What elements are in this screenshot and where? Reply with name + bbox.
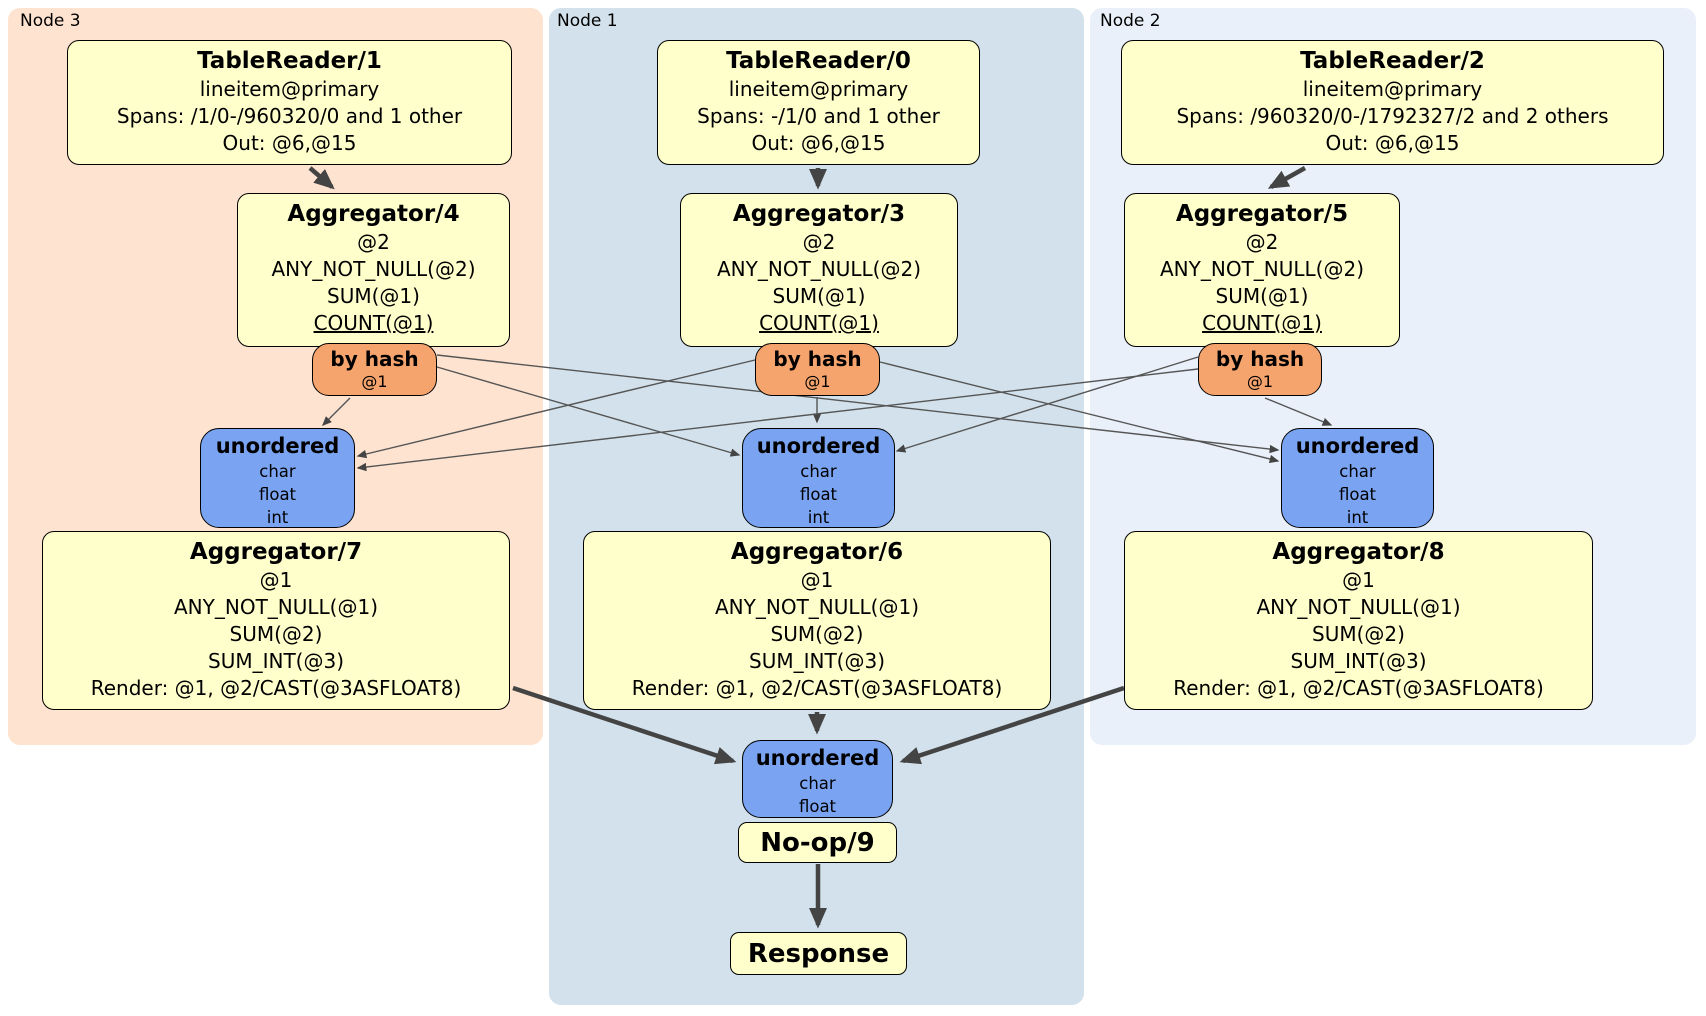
box-line: @2 bbox=[357, 230, 390, 254]
box-line: @1 bbox=[800, 568, 834, 592]
box-line: SUM(@2) bbox=[770, 622, 864, 646]
aggregator-8-box: Aggregator/8 @1 ANY_NOT_NULL(@1) SUM(@2)… bbox=[1124, 531, 1593, 710]
aggregator-5-box: Aggregator/5 @2 ANY_NOT_NULL(@2) SUM(@1)… bbox=[1124, 193, 1400, 347]
hash-router-node1-box: by hash @1 bbox=[755, 343, 880, 396]
hash-router-node3-box: by hash @1 bbox=[312, 343, 437, 396]
box-line: SUM(@2) bbox=[1312, 622, 1405, 646]
box-line: char bbox=[800, 462, 837, 481]
box-line: @1 bbox=[361, 372, 388, 391]
box-line: int bbox=[266, 508, 289, 527]
box-line: ANY_NOT_NULL(@1) bbox=[715, 595, 919, 619]
box-line: lineitem@primary bbox=[199, 77, 380, 101]
box-line: SUM(@1) bbox=[327, 284, 420, 308]
unordered-sync-node2-box: unordered char float int bbox=[1281, 428, 1434, 528]
box-title: TableReader/0 bbox=[726, 48, 911, 74]
box-line: COUNT(@1) bbox=[759, 311, 879, 335]
box-line: char bbox=[799, 774, 836, 793]
noop-box: No-op/9 bbox=[738, 822, 897, 863]
box-title: unordered bbox=[755, 746, 880, 770]
unordered-sync-node1-box: unordered char float int bbox=[742, 428, 895, 528]
aggregator-6-box: Aggregator/6 @1 ANY_NOT_NULL(@1) SUM(@2)… bbox=[583, 531, 1051, 710]
aggregator-7-box: Aggregator/7 @1 ANY_NOT_NULL(@1) SUM(@2)… bbox=[42, 531, 510, 710]
tablereader-0-box: TableReader/0 lineitem@primary Spans: -/… bbox=[657, 40, 980, 165]
tablereader-2-box: TableReader/2 lineitem@primary Spans: /9… bbox=[1121, 40, 1664, 165]
box-line: float bbox=[798, 797, 837, 816]
box-line: Out: @6,@15 bbox=[222, 131, 357, 155]
unordered-sync-final-box: unordered char float bbox=[742, 740, 893, 818]
aggregator-3-box: Aggregator/3 @2 ANY_NOT_NULL(@2) SUM(@1)… bbox=[680, 193, 958, 347]
box-line: float bbox=[258, 485, 297, 504]
node-1-label: Node 1 bbox=[557, 11, 618, 31]
box-line: float bbox=[799, 485, 838, 504]
box-title: by hash bbox=[330, 347, 419, 371]
box-line: float bbox=[1338, 485, 1377, 504]
box-line: ANY_NOT_NULL(@2) bbox=[717, 257, 921, 281]
box-line: Render: @1, @2/CAST(@3ASFLOAT8) bbox=[631, 676, 1003, 700]
box-line: @1 bbox=[1246, 372, 1274, 391]
box-line: ANY_NOT_NULL(@2) bbox=[271, 257, 476, 281]
box-line: lineitem@primary bbox=[728, 77, 909, 101]
box-title: Aggregator/7 bbox=[189, 539, 363, 565]
box-title: Aggregator/5 bbox=[1175, 201, 1349, 227]
box-line: SUM_INT(@3) bbox=[208, 649, 344, 673]
box-line: lineitem@primary bbox=[1302, 77, 1483, 101]
box-line: @1 bbox=[1342, 568, 1375, 592]
box-line: Spans: /1/0-/960320/0 and 1 other bbox=[116, 104, 463, 128]
box-title: Aggregator/8 bbox=[1272, 539, 1445, 565]
box-line: Spans: -/1/0 and 1 other bbox=[697, 104, 940, 128]
hash-router-node2-box: by hash @1 bbox=[1198, 343, 1322, 396]
box-line: char bbox=[1339, 462, 1376, 481]
box-title: Aggregator/3 bbox=[732, 201, 906, 227]
box-line: SUM(@2) bbox=[229, 622, 323, 646]
box-line: Render: @1, @2/CAST(@3ASFLOAT8) bbox=[1173, 676, 1544, 700]
box-title: by hash bbox=[1215, 347, 1305, 371]
box-line: Render: @1, @2/CAST(@3ASFLOAT8) bbox=[90, 676, 462, 700]
box-title: unordered bbox=[215, 434, 340, 458]
aggregator-4-box: Aggregator/4 @2 ANY_NOT_NULL(@2) SUM(@1)… bbox=[237, 193, 510, 347]
response-box: Response bbox=[730, 932, 907, 975]
box-line: @1 bbox=[804, 372, 831, 391]
box-title: TableReader/1 bbox=[197, 48, 382, 74]
unordered-sync-node3-box: unordered char float int bbox=[200, 428, 355, 528]
box-line: @2 bbox=[1245, 230, 1279, 254]
box-line: SUM(@1) bbox=[772, 284, 866, 308]
node-3-label: Node 3 bbox=[20, 11, 81, 31]
box-line: COUNT(@1) bbox=[313, 311, 434, 335]
box-line: Out: @6,@15 bbox=[751, 131, 886, 155]
box-line: int bbox=[1346, 508, 1369, 527]
box-title: unordered bbox=[756, 434, 881, 458]
box-title: TableReader/2 bbox=[1300, 48, 1485, 74]
tablereader-1-box: TableReader/1 lineitem@primary Spans: /1… bbox=[67, 40, 512, 165]
box-line: Out: @6,@15 bbox=[1325, 131, 1460, 155]
box-line: COUNT(@1) bbox=[1202, 311, 1322, 335]
box-line: ANY_NOT_NULL(@1) bbox=[174, 595, 378, 619]
box-line: SUM_INT(@3) bbox=[749, 649, 885, 673]
box-line: @1 bbox=[259, 568, 293, 592]
box-line: ANY_NOT_NULL(@1) bbox=[1256, 595, 1461, 619]
box-line: SUM_INT(@3) bbox=[1290, 649, 1427, 673]
box-title: unordered bbox=[1295, 434, 1420, 458]
node-2-label: Node 2 bbox=[1100, 11, 1161, 31]
box-title: Response bbox=[747, 938, 890, 969]
box-line: Spans: /960320/0-/1792327/2 and 2 others bbox=[1176, 104, 1609, 128]
box-title: Aggregator/4 bbox=[287, 201, 460, 227]
box-line: int bbox=[807, 508, 830, 527]
box-line: ANY_NOT_NULL(@2) bbox=[1160, 257, 1364, 281]
box-line: char bbox=[259, 462, 296, 481]
box-line: @2 bbox=[802, 230, 836, 254]
box-title: by hash bbox=[773, 347, 862, 371]
box-title: Aggregator/6 bbox=[730, 539, 904, 565]
box-line: SUM(@1) bbox=[1215, 284, 1309, 308]
box-title: No-op/9 bbox=[760, 827, 875, 858]
